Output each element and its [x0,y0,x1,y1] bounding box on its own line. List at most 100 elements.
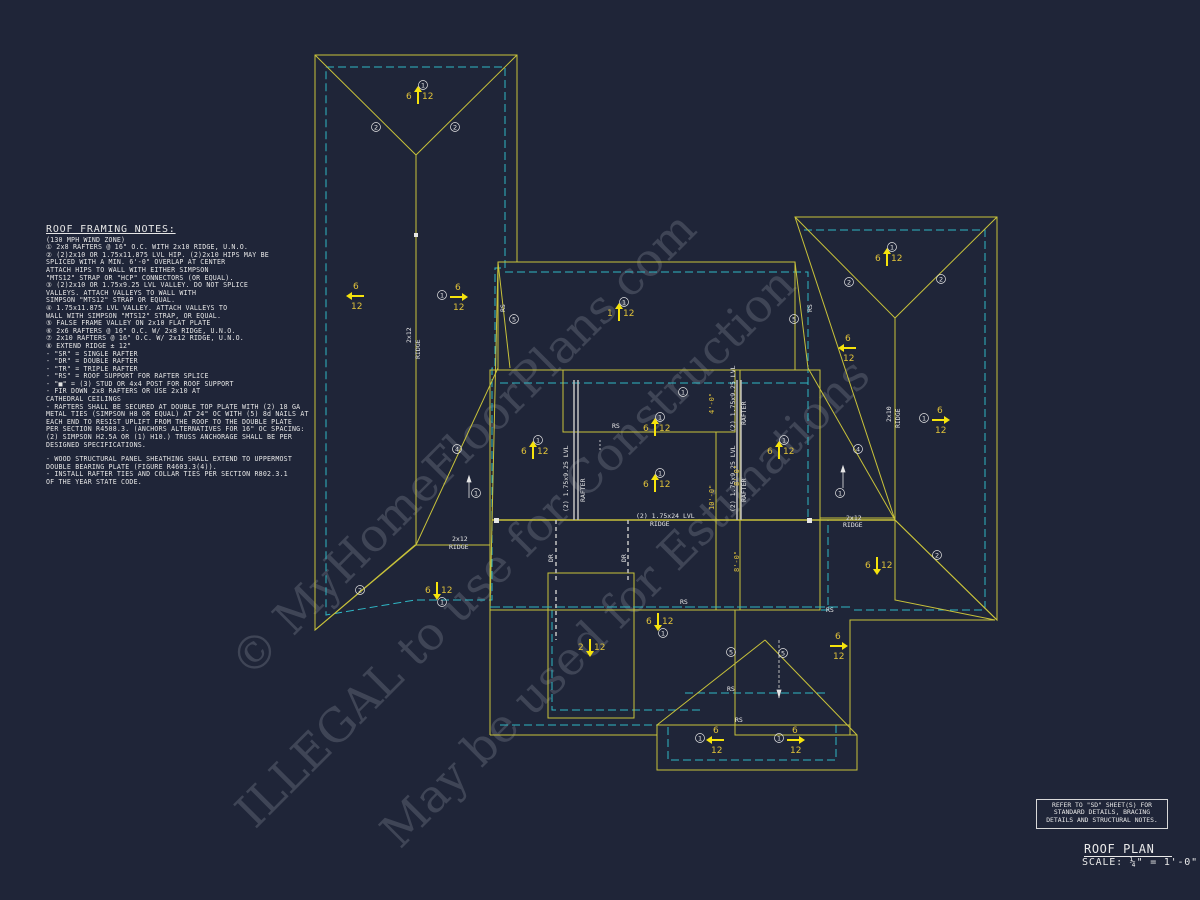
framing-labels: RS RS RS RS RS RS RS DR DR 2x12 RIDGE 2x… [405,304,902,724]
dashed-main [500,271,829,611]
slope-arrow-icon [873,557,881,575]
notes-lines: (130 MPH WIND ZONE)① 2x8 RAFTERS @ 16" O… [46,236,309,487]
note-line: PER SECTION R4508.3. (ANCHORS ALTERNATIV… [46,425,305,434]
rafter-lvl-right-word: RAFTER [740,401,748,425]
svg-text:2: 2 [939,276,943,284]
slope-run: 12 [594,643,605,653]
svg-text:1: 1 [681,389,685,397]
slope-run: 12 [843,354,854,364]
slope-run: 12 [537,447,548,457]
slope-callout-number: 1 [658,470,662,478]
note-line: SPLICED WITH A MIN. 6'-0" OVERLAP AT CEN… [46,258,226,267]
slope-rise: 2 [578,643,584,653]
slope-arrow-icon [450,293,468,301]
reference-line: DETAILS AND STRUCTURAL NOTES. [1046,815,1158,824]
note-line: OF THE YEAR STATE CODE. [46,478,142,486]
slope-callout-number: 1 [890,244,894,252]
slope-callout: 1 [774,733,784,743]
callout-1: 1 [471,488,481,498]
rafter-lvl-left-word: RAFTER [579,478,587,502]
slope-arrow-icon [651,418,659,436]
gable-right [764,639,858,736]
slope-rise: 6 [792,726,798,736]
slope-run: 12 [623,309,634,319]
rafter-lvl-right-size: (2) 1.75x9.25 LVL [729,365,737,432]
note-line: - "SR" = SINGLE RAFTER [46,349,138,358]
note-line: - "DR" = DOUBLE RAFTER [46,357,138,366]
note-line: VALLEYS. ATTACH VALLEYS TO WALL WITH [46,288,197,297]
slope-run: 12 [453,303,464,313]
svg-text:5: 5 [781,650,785,658]
note-line: WALL WITH SIMPSON "MTS12" STRAP, OR EQUA… [46,311,222,320]
callout-2: 2 [355,585,365,595]
slope-callout-number: 1 [440,599,444,607]
svg-text:1: 1 [838,490,842,498]
note-line: (2) SIMPSON H2.5A OR (1) H10.) TRUSS ANC… [46,433,293,442]
right-valley-upper [794,261,809,369]
slope-rise: 6 [875,254,881,264]
slope-rise: 6 [353,282,359,292]
slope-callout: 1 [695,733,705,743]
rs-label: RS [735,716,743,724]
callout-2: 2 [450,122,460,132]
callout-5: 5 [789,314,799,324]
dashed-lower [500,724,837,761]
callout-5: 5 [778,648,788,658]
left-valley-upper [497,261,511,369]
slope-arrow-icon [654,613,662,631]
slope-arrow-icon [838,344,856,352]
note-line: ③ (2)2x10 OR 1.75x9.25 LVL VALLEY. DO NO… [46,281,249,290]
slope-arrow-icon [830,642,848,650]
note-line: ⑦ 2x10 RAFTERS @ 16" O.C. W/ 2x12 RIDGE,… [46,334,244,343]
slope-callout-number: 1 [622,299,626,307]
slope-rise: 6 [521,447,527,457]
slope-run: 12 [891,254,902,264]
dr-label: DR [547,554,555,562]
note-line: DESIGNED SPECIFICATIONS. [46,440,147,449]
post-square-2 [494,518,499,523]
svg-text:4: 4 [455,446,459,454]
callout-4: 4 [853,444,863,454]
slope-callout: 1 [619,297,629,307]
rs-label: RS [612,422,620,430]
notes-title: ROOF FRAMING NOTES: [46,224,176,235]
slope-marker: 612 [830,632,848,662]
post-square-1 [414,233,418,237]
ridge-2x12-size: 2x12 [405,327,413,343]
slope-callout-number: 1 [782,437,786,445]
slope-run: 12 [833,652,844,662]
slope-rise: 6 [646,617,652,627]
plan-title-underline [1084,856,1172,857]
dim-label: 10'-0" [708,485,716,510]
svg-text:1: 1 [474,490,478,498]
slope-run: 12 [881,561,892,571]
slope-marker: 612 [346,282,364,312]
plan-scale: SCALE: ¼" = 1'-0" [1082,857,1198,868]
slope-rise: 6 [845,334,851,344]
dimension-labels: 4'-0" 8'-0" 10'-0" 8'-0" [708,393,741,572]
slope-rise: 6 [425,586,431,596]
roof-framing-notes: ROOF FRAMING NOTES: (130 MPH WIND ZONE)①… [46,224,309,487]
slope-arrow-icon [775,441,783,459]
slope-marker: 6 12 1 [646,613,673,638]
slope-run: 12 [659,480,670,490]
note-line: ⑤ FALSE FRAME VALLEY ON 2x10 FLAT PLATE [46,319,211,328]
note-line: ④ 1.75x11.875 LVL VALLEY. ATTACH VALLEYS… [46,303,228,312]
callout-2: 2 [932,550,942,560]
note-line: SIMPSON "MTS12" STRAP OR EQUAL. [46,296,176,305]
slope-run: 12 [662,617,673,627]
note-line: - WOOD STRUCTURAL PANEL SHEATHING SHALL … [46,455,293,464]
plain-arrows [466,440,846,699]
svg-text:4: 4 [856,446,860,454]
support-posts [414,233,812,523]
dim-label: 8'-0" [733,465,741,486]
svg-text:5: 5 [729,649,733,657]
callout-4: 4 [452,444,462,454]
slope-callout-number: 1 [698,735,702,743]
callout-1: 1 [835,488,845,498]
slope-callout-number: 1 [661,630,665,638]
